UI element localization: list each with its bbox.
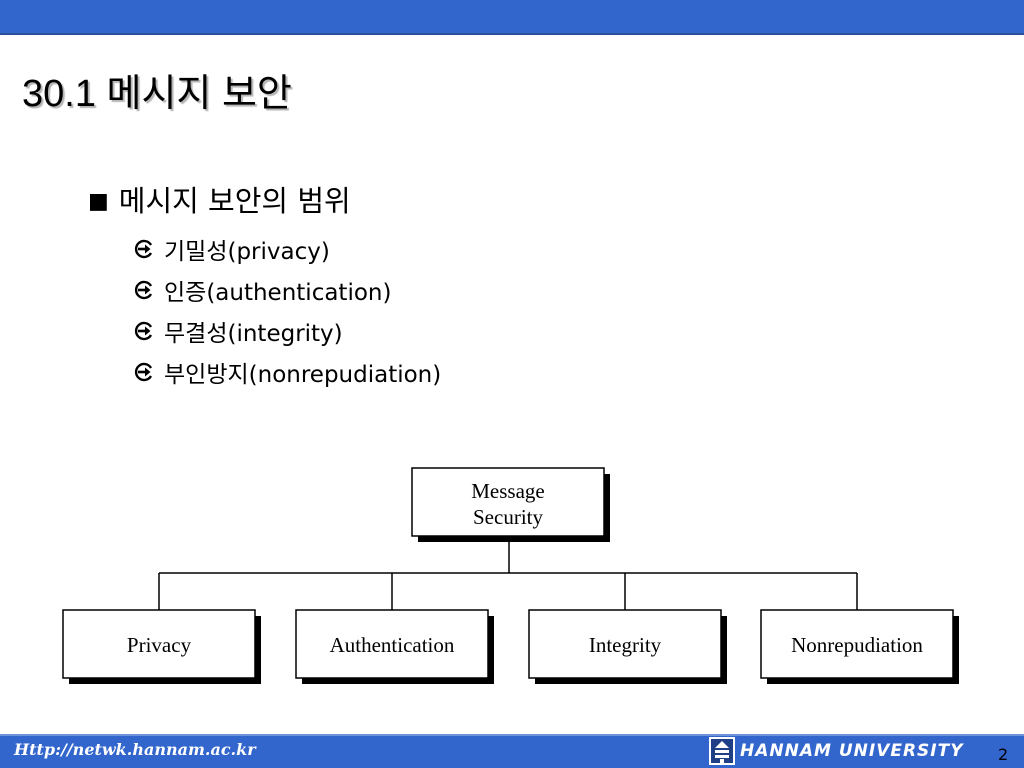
hannam-logo-icon xyxy=(709,737,735,765)
list-item-text: 기밀성(privacy) xyxy=(164,238,330,265)
slide-title: 30.1 메시지 보안 xyxy=(22,73,292,115)
page-number: 2 xyxy=(998,745,1009,764)
node-label: Authentication xyxy=(330,633,455,657)
node-privacy: Privacy xyxy=(62,609,261,684)
arrow-circle-right-icon xyxy=(134,362,153,381)
node-label: Integrity xyxy=(589,633,662,657)
footer-university: HANNAM UNIVERSITY xyxy=(740,741,964,761)
list-item: 무결성(integrity) xyxy=(134,310,441,351)
node-nonrepudiation: Nonrepudiation xyxy=(760,609,959,684)
node-label-line1: Message xyxy=(471,479,544,503)
security-scope-list: 기밀성(privacy) 인증(authentication) 무결성(inte… xyxy=(134,228,441,392)
footer-bar: Http://netwk.hannam.ac.kr HANNAM UNIVERS… xyxy=(0,734,1024,768)
list-item: 기밀성(privacy) xyxy=(134,228,441,269)
arrow-circle-right-icon xyxy=(134,280,153,299)
section-heading: ■ 메시지 보안의 범위 xyxy=(88,178,351,220)
square-bullet-icon: ■ xyxy=(88,189,109,214)
top-bar xyxy=(0,0,1024,35)
node-integrity: Integrity xyxy=(528,609,727,684)
node-label-line2: Security xyxy=(473,505,543,529)
node-label: Privacy xyxy=(127,633,192,657)
node-authentication: Authentication xyxy=(295,609,494,684)
list-item-text: 무결성(integrity) xyxy=(164,320,343,347)
node-label: Nonrepudiation xyxy=(791,633,923,657)
list-item-text: 부인방지(nonrepudiation) xyxy=(164,361,442,388)
arrow-circle-right-icon xyxy=(134,321,153,340)
arrow-circle-right-icon xyxy=(134,239,153,258)
section-heading-text: 메시지 보안의 범위 xyxy=(118,184,351,218)
list-item: 인증(authentication) xyxy=(134,269,441,310)
list-item-text: 인증(authentication) xyxy=(164,279,392,306)
list-item: 부인방지(nonrepudiation) xyxy=(134,351,441,392)
footer-url: Http://netwk.hannam.ac.kr xyxy=(14,740,256,759)
node-message-security: Message Security xyxy=(411,467,610,542)
